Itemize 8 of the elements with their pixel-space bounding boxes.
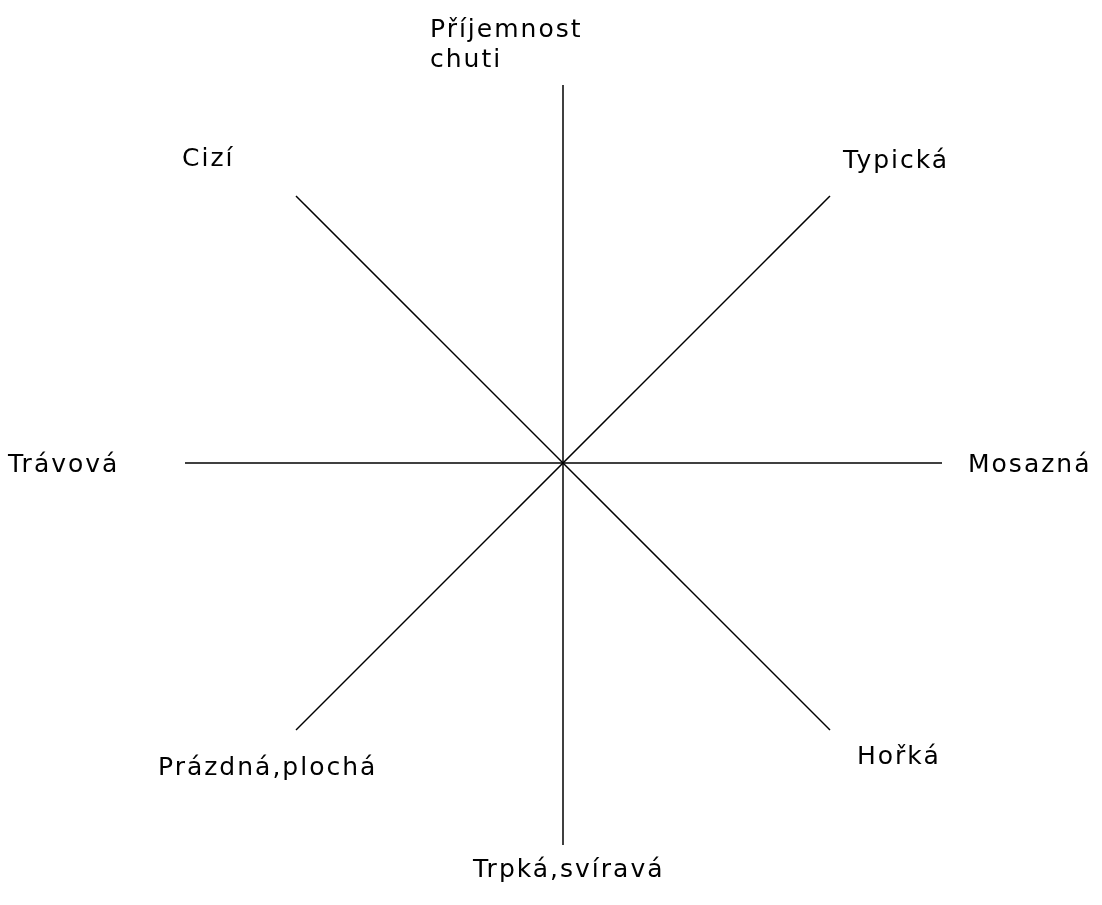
axis-label: Trávová	[8, 449, 120, 479]
axis-label: Prázdná,plochá	[158, 752, 378, 782]
axis-label: Cizí	[182, 143, 235, 173]
axis-label: Trpká,svíravá	[473, 854, 665, 884]
axis-label: Hořká	[857, 741, 941, 771]
axis-label: Příjemnost chuti	[430, 14, 584, 74]
axis-label: Mosazná	[968, 449, 1092, 479]
axis-label: Typická	[843, 145, 950, 175]
